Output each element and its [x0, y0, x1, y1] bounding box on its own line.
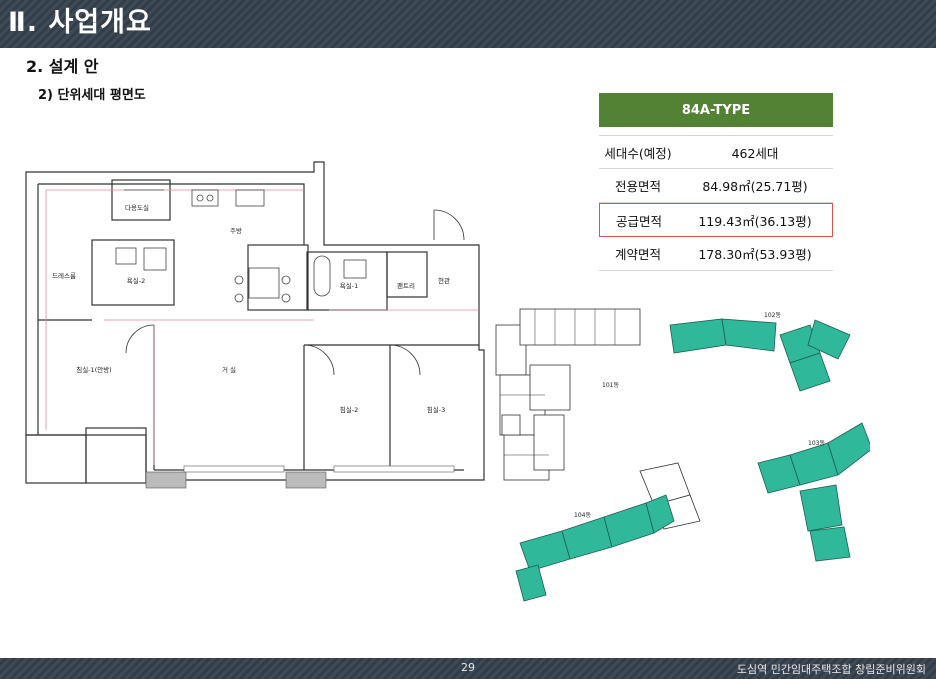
room-label-bath-master: 욕실-2: [127, 276, 145, 285]
building-label-103: 103동: [808, 440, 825, 447]
page-title: Ⅱ. 사업개요: [8, 7, 152, 38]
floor-plan-drawing: 드레스룸 욕실-2 다용도실 주방 욕실-1 팬트리 현관 침실-1(안방) 거…: [25, 161, 485, 489]
spec-row-exclusive-area: 전용면적 84.98㎡(25.71평): [599, 169, 833, 203]
spec-value: 119.43㎡(36.13평): [698, 213, 812, 229]
room-label-dress: 드레스룸: [52, 271, 76, 280]
spec-row-supply-area: 공급면적 119.43㎡(36.13평): [599, 203, 833, 237]
room-label-kitchen: 주방: [230, 226, 242, 235]
building-label-101: 101동: [602, 382, 619, 389]
section-title: 2. 설계 안: [26, 57, 99, 76]
building-label-102: 102동: [764, 312, 781, 319]
footer-bar: 29 도심역 민간임대주택조합 창립준비위원회: [0, 658, 936, 679]
spec-value: 84.98㎡(25.71평): [702, 179, 808, 194]
spec-label: 세대수(예정): [604, 145, 672, 161]
header-bar: Ⅱ. 사업개요: [0, 0, 936, 48]
site-plan-drawing: 101동 102동 103동 104동: [495, 308, 870, 602]
building-label-104: 104동: [574, 512, 591, 519]
spec-value: 178.30㎡(53.93평): [698, 247, 812, 262]
room-label-master: 침실-1(안방): [76, 365, 111, 374]
section-subtitle: 2) 단위세대 평면도: [38, 88, 146, 103]
spec-label: 계약면적: [614, 247, 661, 262]
room-label-bath: 욕실-1: [340, 281, 358, 290]
room-label-living: 거 실: [222, 365, 236, 374]
spec-table: 84A-TYPE 세대수(예정) 462세대 전용면적 84.98㎡(25.71…: [599, 93, 833, 271]
spec-label: 공급면적: [615, 213, 662, 229]
room-label-pantry: 팬트리: [397, 281, 415, 290]
spec-value: 462세대: [731, 145, 779, 161]
room-label-entrance: 현관: [438, 276, 450, 285]
organization-name: 도심역 민간임대주택조합 창립준비위원회: [736, 663, 926, 676]
room-label-bed3: 침실-3: [427, 405, 445, 414]
spec-label: 전용면적: [614, 179, 661, 194]
spec-row-contract-area: 계약면적 178.30㎡(53.93평): [599, 237, 833, 271]
room-label-utility: 다용도실: [125, 203, 149, 212]
spec-row-households: 세대수(예정) 462세대: [599, 135, 833, 169]
page-number: 29: [461, 661, 475, 674]
spec-type-header: 84A-TYPE: [599, 93, 833, 127]
room-label-bed2: 침실-2: [340, 405, 358, 414]
